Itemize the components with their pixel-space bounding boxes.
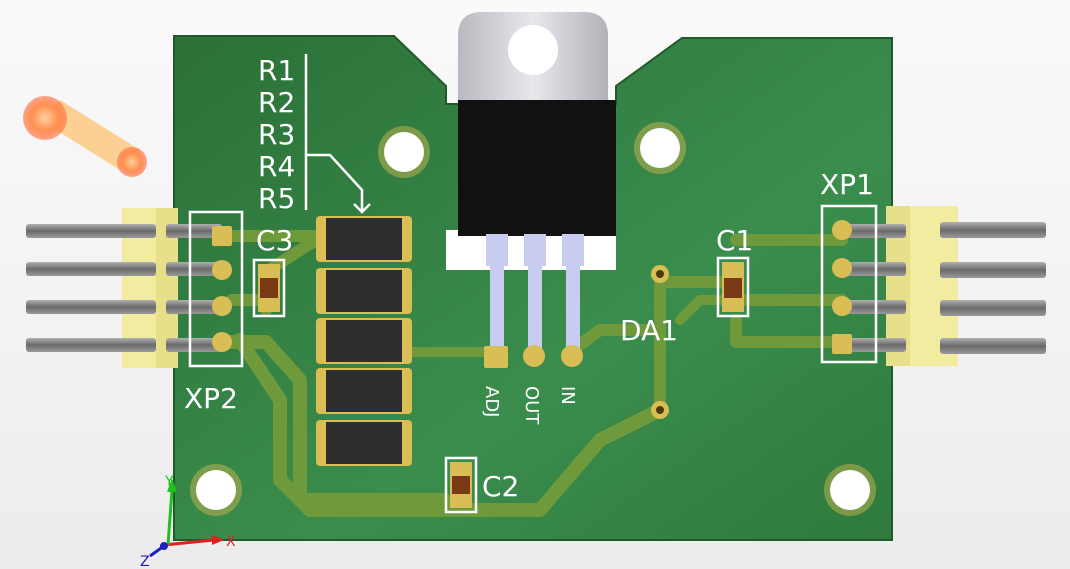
- label-c1: C1: [716, 224, 753, 257]
- label-xp2: XP2: [184, 382, 238, 415]
- resistor-r3: [316, 318, 412, 364]
- label-r4: R4: [258, 150, 295, 183]
- label-pin-in: IN: [557, 386, 578, 405]
- resistor-r2: [316, 268, 412, 314]
- resistor-label-leader: [304, 54, 371, 214]
- capacitor-c1[interactable]: [716, 256, 750, 318]
- label-xp1: XP1: [820, 168, 874, 201]
- label-r1: R1: [258, 54, 295, 87]
- label-r5: R5: [258, 182, 295, 215]
- axis-z-label: Z: [140, 554, 150, 569]
- resistor-r4: [316, 368, 412, 414]
- label-c3: C3: [256, 224, 293, 257]
- label-r3: R3: [258, 118, 295, 151]
- connector-xp2[interactable]: [26, 208, 244, 368]
- light-source-icon[interactable]: [23, 96, 147, 177]
- capacitor-c2[interactable]: [444, 456, 478, 514]
- resistor-r5: [316, 420, 412, 466]
- connector-xp1[interactable]: [820, 204, 1046, 366]
- axis-gizmo[interactable]: X Y Z: [140, 474, 236, 569]
- label-r2: R2: [258, 86, 295, 119]
- label-da1: DA1: [620, 314, 678, 347]
- copper-traces: [216, 230, 848, 517]
- vias: [651, 265, 669, 419]
- label-c2: C2: [482, 470, 519, 503]
- regulator-da1[interactable]: [446, 12, 616, 368]
- axis-x-label: X: [226, 534, 236, 550]
- label-pin-adj: ADJ: [481, 386, 502, 417]
- resistor-r1: [316, 216, 412, 262]
- label-pin-out: OUT: [521, 386, 542, 425]
- mounting-holes: [190, 122, 876, 516]
- resistor-array[interactable]: [316, 216, 412, 466]
- axis-y-label: Y: [164, 474, 174, 490]
- capacitor-c3[interactable]: [252, 258, 286, 318]
- silkscreen-labels: R1 R2 R3 R4 R5 XP1 XP2 C1 C2 C3 DA1 ADJ …: [184, 54, 874, 503]
